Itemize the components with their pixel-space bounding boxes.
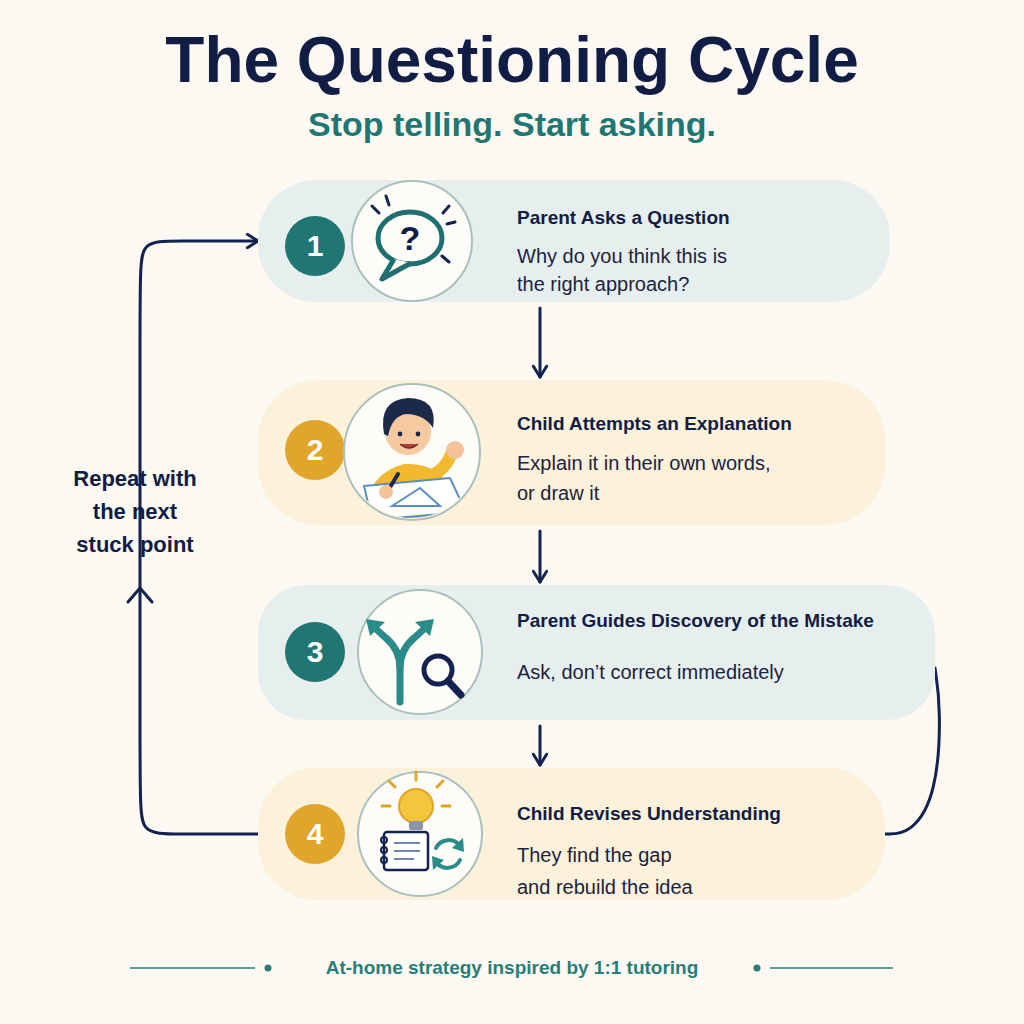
footer-rule (770, 967, 893, 969)
step-heading: Child Attempts an Explanation (517, 412, 873, 436)
step-band: 4 Child Revises UnderstandingThey find th… (258, 768, 885, 900)
child-illustration (392, 488, 440, 506)
child-illustration (385, 409, 431, 455)
flow-arrow (539, 308, 542, 377)
icon-ring (358, 590, 482, 714)
flow-arrow (539, 531, 542, 582)
fork-magnifier-icon (366, 619, 461, 702)
step-number-badge: 1 (285, 216, 345, 276)
bulb-notebook-icon (381, 857, 387, 863)
step-heading: Parent Guides Discovery of the Mistake (517, 609, 923, 633)
bulb-notebook-icon (394, 842, 420, 844)
flow-arrow (539, 726, 542, 765)
bulb-notebook-icon (399, 789, 433, 823)
child-illustration (364, 478, 466, 520)
footer-rule (754, 965, 761, 972)
bulb-notebook-icon (394, 858, 414, 860)
child-illustration (362, 398, 466, 520)
bulb-notebook-icon (432, 856, 444, 870)
fork-magnifier-icon (400, 629, 424, 668)
step-heading: Child Revises Understanding (517, 802, 873, 826)
step-band: 3 Parent Guides Discovery of the MistakeA… (258, 585, 935, 720)
fork-magnifier-icon (415, 619, 434, 636)
loop-arrowhead (128, 588, 152, 602)
bulb-notebook-icon (437, 781, 443, 787)
child-illustration (379, 485, 393, 499)
loop-label: Repeat with the next stuck point (70, 462, 200, 561)
flow-arrow (140, 241, 258, 834)
bulb-notebook-icon (394, 843, 420, 859)
step-text: Child Revises UnderstandingThey find the… (517, 802, 873, 903)
icon-ring (344, 384, 480, 520)
child-illustration (398, 432, 403, 437)
step-number-badge: 3 (285, 622, 345, 682)
fork-magnifier-icon (448, 681, 461, 695)
bulb-notebook-icon (381, 847, 387, 853)
step-band: 2 Child Attempts an ExplanationExplain it… (258, 380, 885, 525)
child-illustration (430, 452, 452, 476)
fork-magnifier-icon (376, 629, 400, 702)
caption: At-home strategy inspired by 1:1 tutorin… (262, 955, 762, 981)
bulb-notebook-icon (381, 772, 464, 870)
step-number: 3 (285, 622, 345, 682)
speech-bubble-icon (372, 196, 455, 262)
bulb-notebook-icon (394, 850, 420, 852)
step-number-badge: 2 (285, 420, 345, 480)
child-illustration (446, 441, 464, 459)
child-illustration (383, 398, 434, 436)
speech-bubble-icon (386, 196, 389, 205)
child-illustration (400, 444, 418, 448)
step-text: Parent Asks a QuestionWhy do you think t… (517, 206, 878, 298)
bulb-notebook-icon (382, 772, 450, 806)
footer-rule (265, 965, 272, 972)
child-illustration (362, 464, 460, 520)
child-illustration (386, 474, 398, 494)
icon-ring (358, 772, 482, 896)
step-description: Why do you think this is the right appro… (517, 242, 742, 298)
footer-rule (130, 965, 893, 972)
speech-bubble-icon (447, 222, 455, 224)
bulb-notebook-icon (452, 838, 464, 852)
title: The Questioning Cycle (0, 22, 1024, 98)
icon-ring (344, 181, 482, 896)
fork-magnifier-icon (424, 656, 452, 684)
loop-arrowhead (128, 588, 152, 602)
step-description: Ask, don’t correct immediately (517, 658, 857, 687)
bulb-notebook-icon (384, 832, 428, 870)
step-band: 1 Parent Asks a QuestionWhy do you think … (258, 180, 890, 302)
bulb-notebook-icon (436, 840, 460, 848)
step-text: Parent Guides Discovery of the MistakeAs… (517, 609, 923, 687)
subtitle: Stop telling. Start asking. (0, 102, 1024, 146)
bulb-notebook-icon (389, 781, 395, 787)
icon-ring (352, 181, 472, 301)
step-heading: Parent Asks a Question (517, 206, 878, 230)
bulb-notebook-icon (409, 821, 423, 830)
step-number: 2 (285, 420, 345, 480)
bulb-notebook-icon (382, 805, 390, 808)
speech-bubble-icon (443, 206, 449, 213)
bulb-notebook-icon (415, 772, 418, 780)
child-illustration (416, 432, 421, 437)
step-number-badge: 4 (285, 804, 345, 864)
speech-bubble-icon (372, 196, 455, 279)
bulb-notebook-icon (381, 837, 387, 843)
speech-bubble-icon (382, 259, 411, 279)
step-description: They find the gap and rebuild the idea (517, 839, 702, 903)
fork-magnifier-icon (366, 619, 385, 636)
step-text: Child Attempts an ExplanationExplain it … (517, 412, 873, 508)
step-number: 1 (285, 216, 345, 276)
speech-bubble-icon (378, 212, 442, 264)
step-number: 4 (285, 804, 345, 864)
bulb-notebook-icon (381, 837, 387, 863)
step-description: Explain it in their own words, or draw i… (517, 448, 782, 508)
bulb-notebook-icon (436, 860, 460, 868)
footer-rule (130, 967, 255, 969)
speech-bubble-icon (372, 206, 379, 213)
bulb-notebook-icon (442, 805, 450, 808)
speech-bubble-icon (442, 256, 449, 262)
